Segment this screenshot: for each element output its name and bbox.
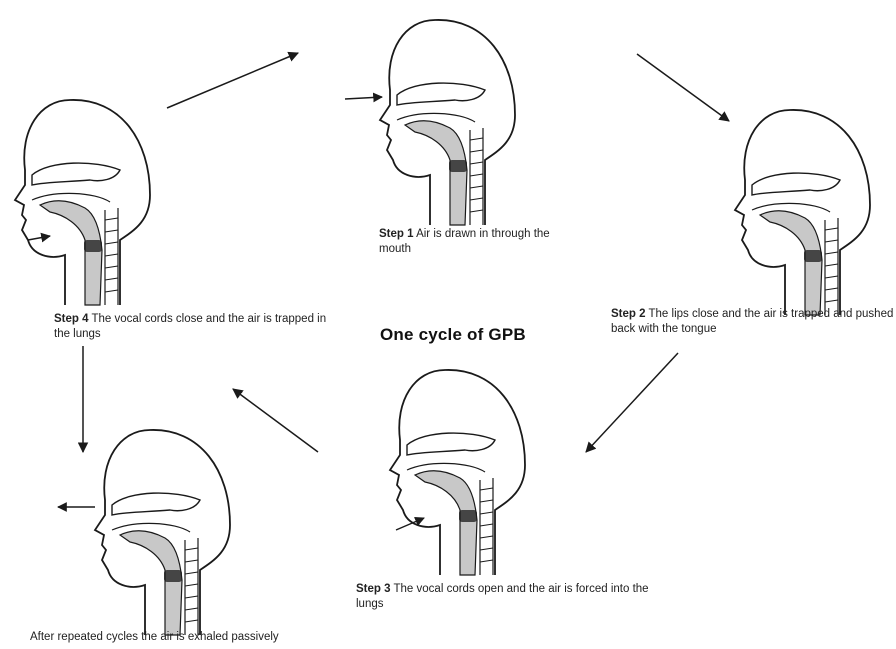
airflow-lungs-arrow — [28, 236, 50, 240]
step4-caption: Step 4 The vocal cords close and the air… — [54, 312, 332, 342]
head-step2-figure — [735, 110, 870, 315]
step4-label: Step 4 — [54, 313, 89, 325]
arrow-step4-to-step1 — [167, 53, 298, 108]
step2-label: Step 2 — [611, 308, 646, 320]
head-exhale-figure — [95, 430, 230, 635]
head-step1-figure — [380, 20, 515, 225]
step3-caption: Step 3 The vocal cords open and the air … — [356, 582, 656, 612]
diagram-title: One cycle of GPB — [380, 325, 526, 345]
head-step3-figure — [390, 370, 525, 575]
arrow-step1-to-step2 — [637, 54, 729, 121]
arrow-step2-to-step3 — [586, 353, 678, 452]
step1-label: Step 1 — [379, 228, 414, 240]
head-step4-figure — [15, 100, 150, 305]
step3-text: The vocal cords open and the air is forc… — [356, 583, 649, 610]
exhale-caption: After repeated cycles the air is exhaled… — [30, 630, 390, 645]
step4-text: The vocal cords close and the air is tra… — [54, 313, 326, 340]
airflow-in-arrow — [345, 97, 382, 99]
arrow-step3-to-step4 — [233, 389, 318, 452]
step1-caption: Step 1 Air is drawn in through the mouth — [379, 227, 579, 257]
step2-text: The lips close and the air is trapped an… — [611, 308, 893, 335]
step3-label: Step 3 — [356, 583, 391, 595]
step2-caption: Step 2 The lips close and the air is tra… — [611, 307, 896, 337]
